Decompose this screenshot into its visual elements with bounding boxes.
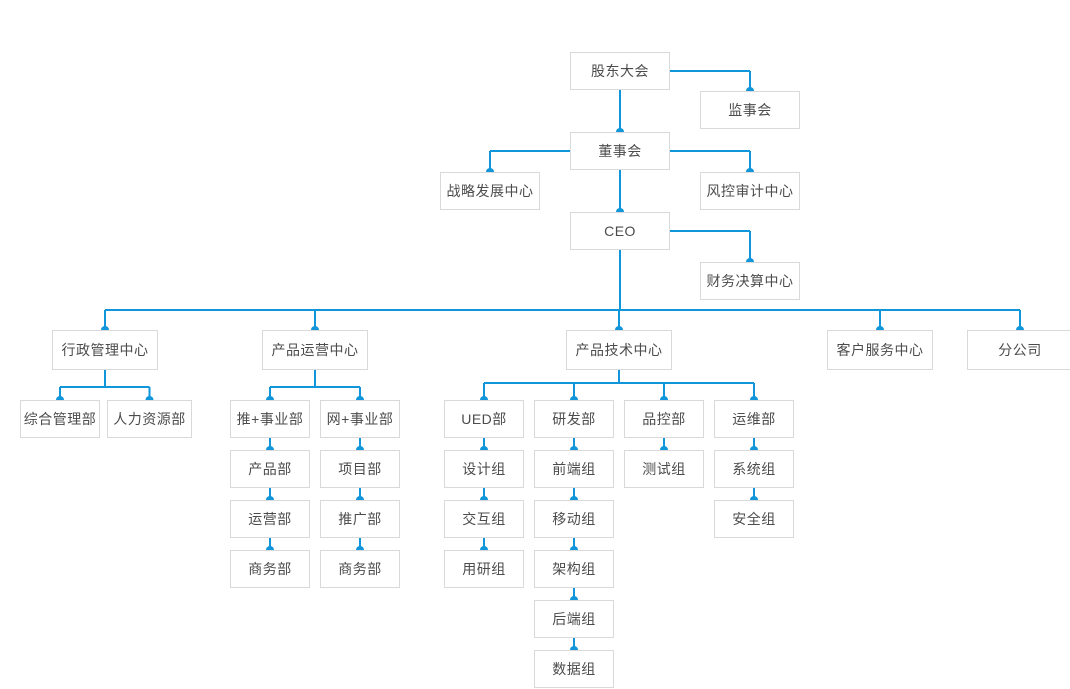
- org-node-label: 测试组: [642, 461, 686, 477]
- org-node-label: 战略发展中心: [446, 183, 534, 199]
- org-node-label: 运维部: [732, 411, 776, 427]
- org-node-label: 财务决算中心: [706, 273, 794, 289]
- org-node[interactable]: 客户服务中心: [827, 330, 933, 370]
- org-node-label: 安全组: [732, 511, 776, 527]
- org-node[interactable]: 系统组: [714, 450, 794, 488]
- org-node[interactable]: 商务部: [230, 550, 310, 588]
- org-node[interactable]: 股东大会: [570, 52, 670, 90]
- org-node-label: CEO: [604, 223, 636, 239]
- org-node[interactable]: 人力资源部: [107, 400, 192, 438]
- org-node-label: 推广部: [338, 511, 382, 527]
- org-node-label: 股东大会: [591, 63, 649, 79]
- org-node[interactable]: 网+事业部: [320, 400, 400, 438]
- org-node-label: 移动组: [552, 511, 596, 527]
- org-node[interactable]: 品控部: [624, 400, 704, 438]
- org-node[interactable]: 数据组: [534, 650, 614, 688]
- org-node[interactable]: 设计组: [444, 450, 524, 488]
- org-node-label: 产品技术中心: [575, 342, 663, 358]
- org-node[interactable]: 监事会: [700, 91, 800, 129]
- org-node[interactable]: 测试组: [624, 450, 704, 488]
- org-node-label: 运营部: [248, 511, 292, 527]
- org-node-label: 交互组: [462, 511, 506, 527]
- org-node[interactable]: 架构组: [534, 550, 614, 588]
- org-node[interactable]: 交互组: [444, 500, 524, 538]
- org-node[interactable]: 战略发展中心: [440, 172, 540, 210]
- org-node-label: 风控审计中心: [706, 183, 794, 199]
- org-node[interactable]: 推广部: [320, 500, 400, 538]
- org-node-label: 前端组: [552, 461, 596, 477]
- org-node-label: 产品部: [248, 461, 292, 477]
- org-node[interactable]: 产品技术中心: [566, 330, 672, 370]
- org-node[interactable]: 移动组: [534, 500, 614, 538]
- org-node[interactable]: CEO: [570, 212, 670, 250]
- org-node[interactable]: 产品部: [230, 450, 310, 488]
- org-node[interactable]: 分公司: [967, 330, 1070, 370]
- org-node[interactable]: 运营部: [230, 500, 310, 538]
- org-node-label: 研发部: [552, 411, 596, 427]
- org-node[interactable]: 商务部: [320, 550, 400, 588]
- org-node-label: 数据组: [552, 661, 596, 677]
- org-node[interactable]: UED部: [444, 400, 524, 438]
- org-node[interactable]: 前端组: [534, 450, 614, 488]
- org-node-label: 客户服务中心: [836, 342, 924, 358]
- org-node[interactable]: 安全组: [714, 500, 794, 538]
- org-node[interactable]: 综合管理部: [20, 400, 100, 438]
- org-node-label: 商务部: [248, 561, 292, 577]
- org-node[interactable]: 研发部: [534, 400, 614, 438]
- org-node-label: 商务部: [338, 561, 382, 577]
- org-node-label: 项目部: [338, 461, 382, 477]
- org-node[interactable]: 用研组: [444, 550, 524, 588]
- org-node-label: 设计组: [462, 461, 506, 477]
- org-node-label: 行政管理中心: [61, 342, 149, 358]
- org-node[interactable]: 项目部: [320, 450, 400, 488]
- org-node[interactable]: 运维部: [714, 400, 794, 438]
- org-node-label: 架构组: [552, 561, 596, 577]
- org-node[interactable]: 产品运营中心: [262, 330, 368, 370]
- org-node-label: 董事会: [598, 143, 642, 159]
- org-node-label: UED部: [461, 411, 507, 427]
- org-node[interactable]: 推+事业部: [230, 400, 310, 438]
- org-node-label: 用研组: [462, 561, 506, 577]
- org-node-label: 品控部: [642, 411, 686, 427]
- org-node-label: 推+事业部: [236, 411, 304, 427]
- org-node-label: 系统组: [732, 461, 776, 477]
- org-node-label: 产品运营中心: [271, 342, 359, 358]
- org-node[interactable]: 董事会: [570, 132, 670, 170]
- org-node-label: 分公司: [998, 342, 1042, 358]
- org-node-label: 人力资源部: [113, 411, 186, 427]
- org-node-label: 综合管理部: [23, 411, 97, 427]
- org-node-label: 后端组: [552, 611, 596, 627]
- org-node[interactable]: 后端组: [534, 600, 614, 638]
- org-node-label: 监事会: [728, 102, 772, 118]
- org-node-label: 网+事业部: [326, 411, 394, 427]
- org-node[interactable]: 财务决算中心: [700, 262, 800, 300]
- org-node[interactable]: 行政管理中心: [52, 330, 158, 370]
- org-node[interactable]: 风控审计中心: [700, 172, 800, 210]
